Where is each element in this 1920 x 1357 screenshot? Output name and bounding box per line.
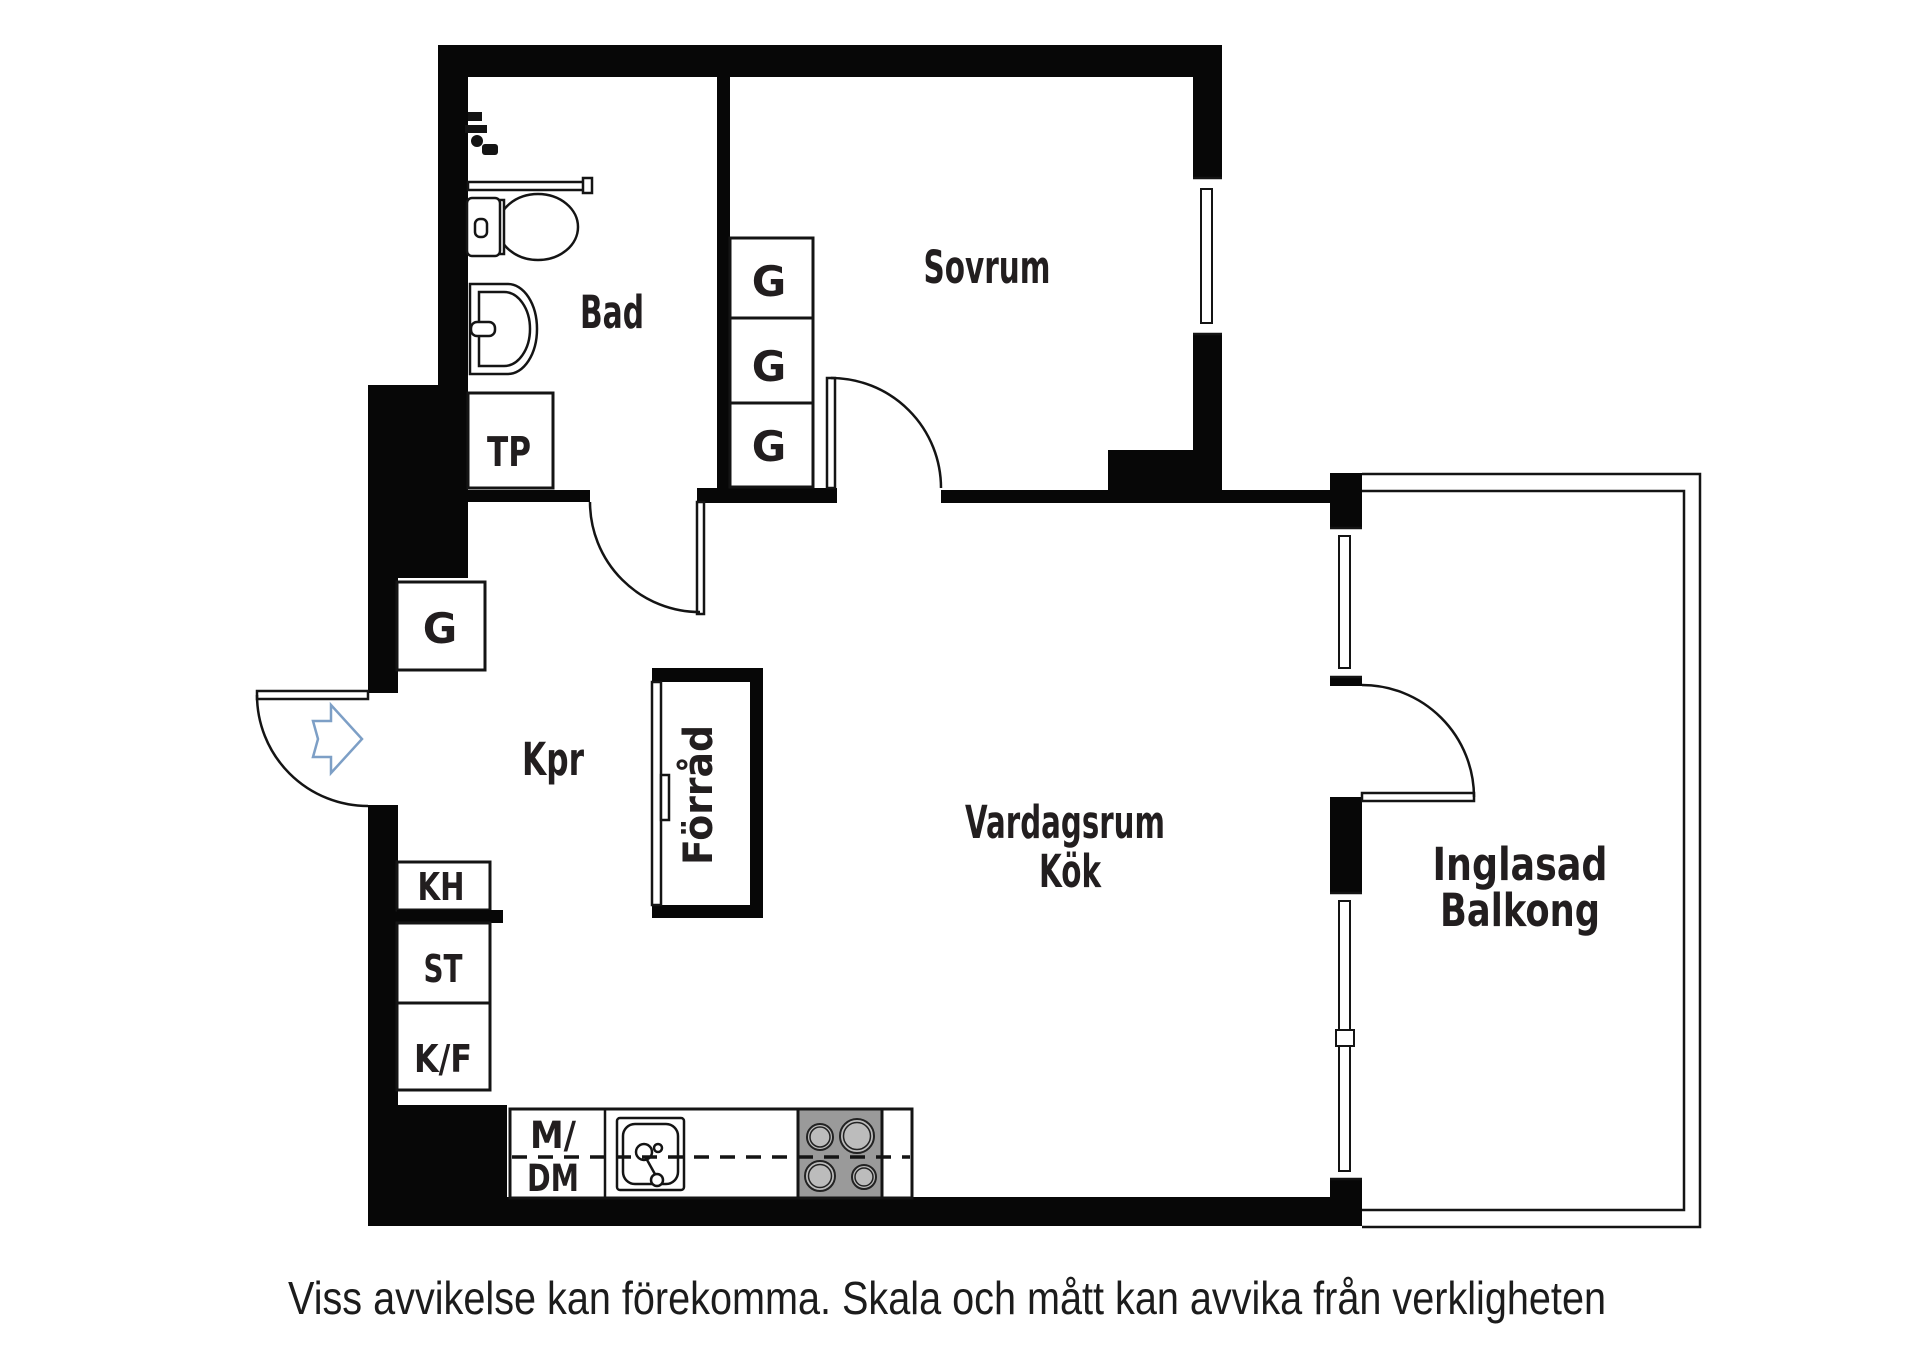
bedroom-window-glass <box>1200 188 1213 324</box>
wall-bottom <box>368 1197 1362 1226</box>
balcony-window1-glass <box>1338 535 1351 669</box>
storage-wall-bottom <box>652 905 763 918</box>
stove <box>796 1107 884 1200</box>
entry-door-hole <box>368 693 398 805</box>
caption: Viss avvikelse kan förekomma. Skala och … <box>288 1272 1606 1324</box>
burner-top-right <box>839 1118 875 1154</box>
living-room-label: Vardagsrum <box>965 796 1165 849</box>
balcony-glazing <box>1362 472 1702 1229</box>
kh-box <box>395 860 492 912</box>
balcony-door <box>1360 683 1476 803</box>
windows <box>1193 176 1362 1181</box>
balcony-label-line1: Inglasad <box>1433 838 1608 891</box>
bedroom-door <box>825 376 943 490</box>
shower-rail <box>466 176 594 195</box>
wall-bathroom-bottom <box>467 490 590 502</box>
bedroom-door-arc <box>830 376 943 489</box>
entry-door-leaf <box>255 689 370 701</box>
dishwasher-label: DM <box>527 1157 579 1200</box>
kf-box <box>395 1001 492 1092</box>
bedroom-label: Sovrum <box>924 241 1051 294</box>
sink-tap <box>469 320 497 338</box>
entrance-arrow-icon <box>311 701 364 777</box>
bedroom-door-leaf <box>825 376 837 490</box>
balcony-door-arc <box>1361 683 1476 798</box>
micro-label: M/ <box>530 1114 576 1157</box>
wall-bathroom-closet <box>717 77 730 490</box>
closets <box>395 236 815 1092</box>
balcony-window-2 <box>1330 891 1362 1181</box>
bathroom-sink <box>468 282 539 376</box>
wall-closet-bottom <box>697 488 837 503</box>
balcony-label-line2: Balkong <box>1440 884 1600 937</box>
kf-label: K/F <box>414 1037 472 1081</box>
kh-divider-wall <box>397 910 503 923</box>
wardrobe1-label: G <box>752 257 786 306</box>
wardrobe-box-hall <box>395 580 487 672</box>
shower-mixer-icon <box>465 112 498 155</box>
storage-wall-right <box>750 668 763 918</box>
st-label: ST <box>424 947 463 991</box>
kitchen-sink <box>615 1116 686 1192</box>
wardrobe2-label: G <box>752 342 786 391</box>
toilet-bowl <box>496 192 580 262</box>
bathroom-door <box>588 500 706 616</box>
bedroom-window <box>1193 176 1222 336</box>
kh-label: KH <box>418 865 465 909</box>
balcony-door-leaf <box>1360 791 1476 803</box>
wall-top <box>438 45 1222 77</box>
entry-door-arc <box>255 694 369 808</box>
balcony-door-hole <box>1330 686 1362 797</box>
burner-bottom-left <box>804 1160 836 1192</box>
kitchen-counter <box>508 1107 914 1200</box>
wardrobe-hall-label: G <box>423 604 457 653</box>
faucet-lever-end <box>649 1172 665 1188</box>
wall-left-duct-block <box>368 385 468 578</box>
hall-label: Kpr <box>522 733 585 786</box>
walls <box>368 45 1362 1226</box>
storage-wall-top <box>652 668 763 682</box>
wall-left-corridor <box>368 578 398 1226</box>
storage-room <box>650 668 763 918</box>
balcony-frame-outer <box>1362 472 1702 1229</box>
wardrobe3-label: G <box>752 422 786 471</box>
tp-box <box>466 391 555 490</box>
balcony-window2-mullion <box>1335 1029 1355 1047</box>
storage-door-notch <box>659 773 671 822</box>
burner-top-left <box>806 1123 834 1151</box>
toilet-flush-button <box>473 217 489 239</box>
tp-label: TP <box>487 428 531 476</box>
bathroom-label: Bad <box>580 286 644 339</box>
entry-door <box>255 689 370 808</box>
doors <box>255 376 1476 808</box>
toilet <box>465 192 580 262</box>
bathroom-door-arc <box>588 501 701 614</box>
balcony-window-1 <box>1330 526 1362 679</box>
storage-label: Förråd <box>675 725 722 865</box>
storage-door-leaf <box>650 680 663 907</box>
bathroom-door-leaf <box>695 500 706 616</box>
wall-left-bathroom <box>438 45 468 395</box>
wardrobe-box-3 <box>728 401 815 489</box>
labels: Bad Sovrum Kpr Vardagsrum Kök Inglasad B… <box>414 241 1608 1200</box>
wall-bottom-left-block <box>397 1105 507 1198</box>
balcony-frame-inner <box>1362 489 1686 1212</box>
wardrobe-box-2 <box>728 316 815 405</box>
kitchen-label: Kök <box>1039 845 1102 898</box>
faucet-dot <box>652 1142 664 1154</box>
bathroom-fixtures <box>465 112 594 376</box>
